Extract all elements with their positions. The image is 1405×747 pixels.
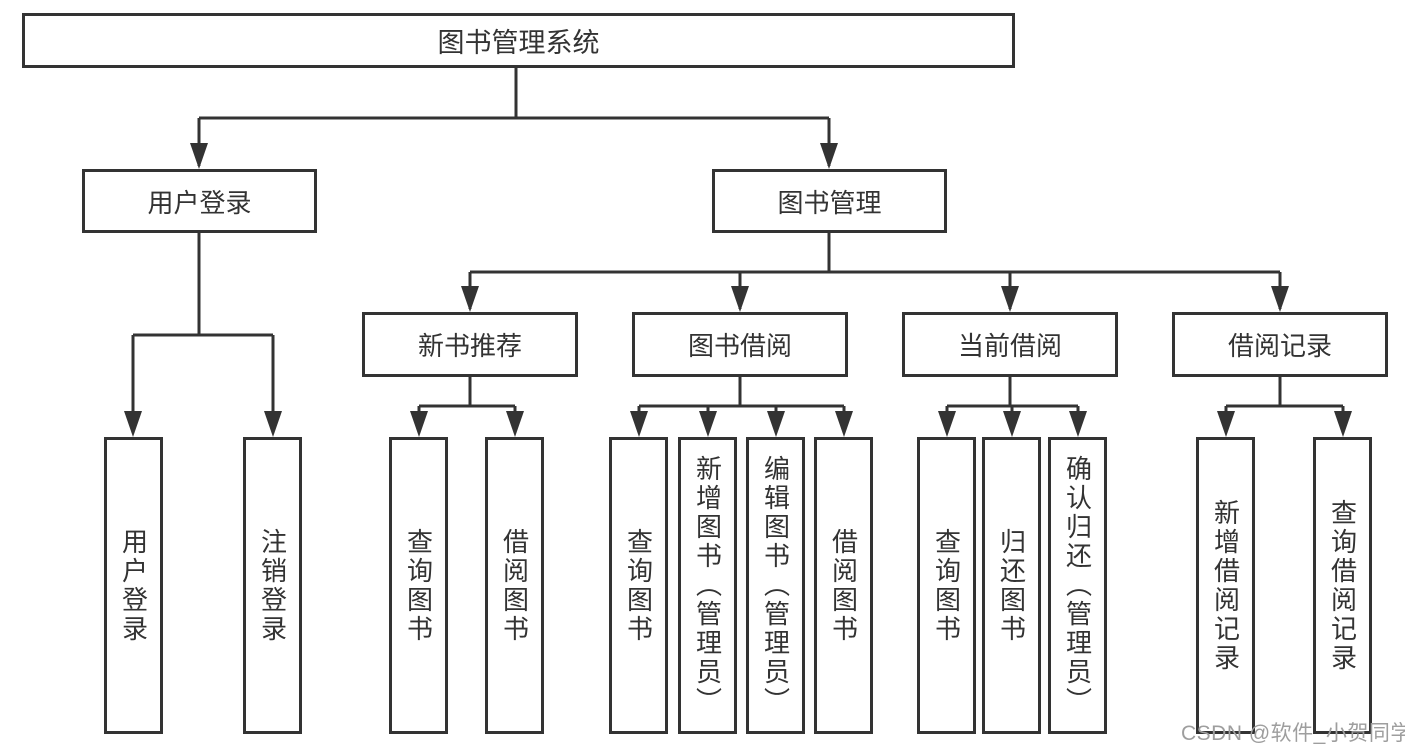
node-book-management-branch: 图书管理 xyxy=(712,169,947,233)
leaf-query-books-borrowing: 查询图书 xyxy=(609,437,668,734)
leaf-query-borrow-record: 查询借阅记录 xyxy=(1313,437,1372,734)
leaf-query-books-current: 查询图书 xyxy=(917,437,976,734)
leaf-borrow-books-recommend: 借阅图书 xyxy=(485,437,544,734)
leaf-confirm-return-admin: 确认归还（管理员） xyxy=(1048,437,1107,734)
leaf-user-login: 用户登录 xyxy=(104,437,163,734)
node-library-management-system: 图书管理系统 xyxy=(22,13,1015,68)
csdn-watermark: CSDN @软件_小贺同学 xyxy=(1181,722,1405,745)
leaf-logout: 注销登录 xyxy=(243,437,302,734)
node-new-book-recommendation: 新书推荐 xyxy=(362,312,578,377)
leaf-borrow-books-borrowing: 借阅图书 xyxy=(814,437,873,734)
node-current-borrowing: 当前借阅 xyxy=(902,312,1118,377)
leaf-add-borrow-record: 新增借阅记录 xyxy=(1196,437,1255,734)
node-book-borrowing: 图书借阅 xyxy=(632,312,848,377)
node-user-login-branch: 用户登录 xyxy=(82,169,317,233)
leaf-query-books-recommend: 查询图书 xyxy=(389,437,448,734)
node-borrowing-records: 借阅记录 xyxy=(1172,312,1388,377)
leaf-edit-book-admin: 编辑图书（管理员） xyxy=(746,437,805,734)
leaf-add-book-admin: 新增图书（管理员） xyxy=(678,437,737,734)
leaf-return-books: 归还图书 xyxy=(982,437,1041,734)
